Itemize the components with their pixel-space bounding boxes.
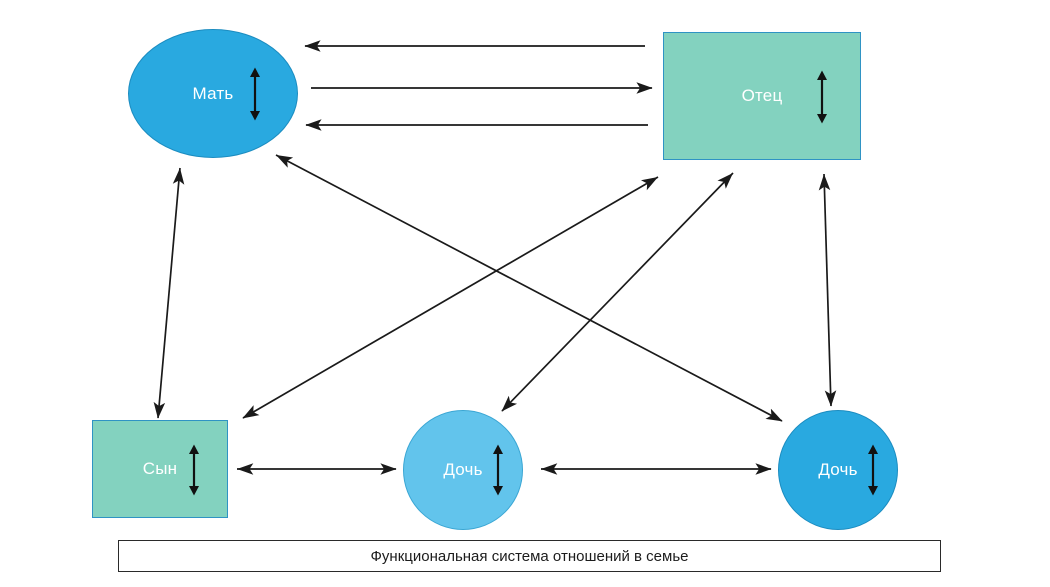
caption-box: Функциональная система отношений в семье bbox=[118, 540, 941, 572]
node-mother[interactable]: Мать bbox=[128, 29, 298, 158]
connection-mother-son bbox=[153, 167, 185, 419]
connection-father-daughter-middle bbox=[501, 172, 734, 412]
double-vertical-arrow-icon bbox=[250, 67, 260, 121]
caption-text: Функциональная система отношений в семье bbox=[370, 547, 689, 565]
node-son-label: Сын bbox=[142, 459, 178, 478]
double-vertical-arrow-icon bbox=[189, 444, 199, 496]
node-daughter-middle-label: Дочь bbox=[443, 460, 483, 479]
connection-father-daughter-right bbox=[818, 173, 837, 407]
connection-mother-daughter-right bbox=[275, 154, 783, 422]
double-vertical-arrow-icon bbox=[493, 444, 503, 496]
node-mother-label: Мать bbox=[192, 83, 234, 103]
node-daughter-right-label: Дочь bbox=[818, 460, 858, 479]
node-father-label: Отец bbox=[741, 86, 783, 105]
connection-father-son bbox=[242, 176, 659, 419]
node-daughter-right[interactable]: Дочь bbox=[778, 410, 898, 530]
node-daughter-middle[interactable]: Дочь bbox=[403, 410, 523, 530]
double-vertical-arrow-icon bbox=[817, 70, 827, 124]
connections-group bbox=[153, 40, 837, 475]
node-son[interactable]: Сын bbox=[92, 420, 228, 518]
node-father[interactable]: Отец bbox=[663, 32, 861, 160]
double-vertical-arrow-icon bbox=[868, 444, 878, 496]
